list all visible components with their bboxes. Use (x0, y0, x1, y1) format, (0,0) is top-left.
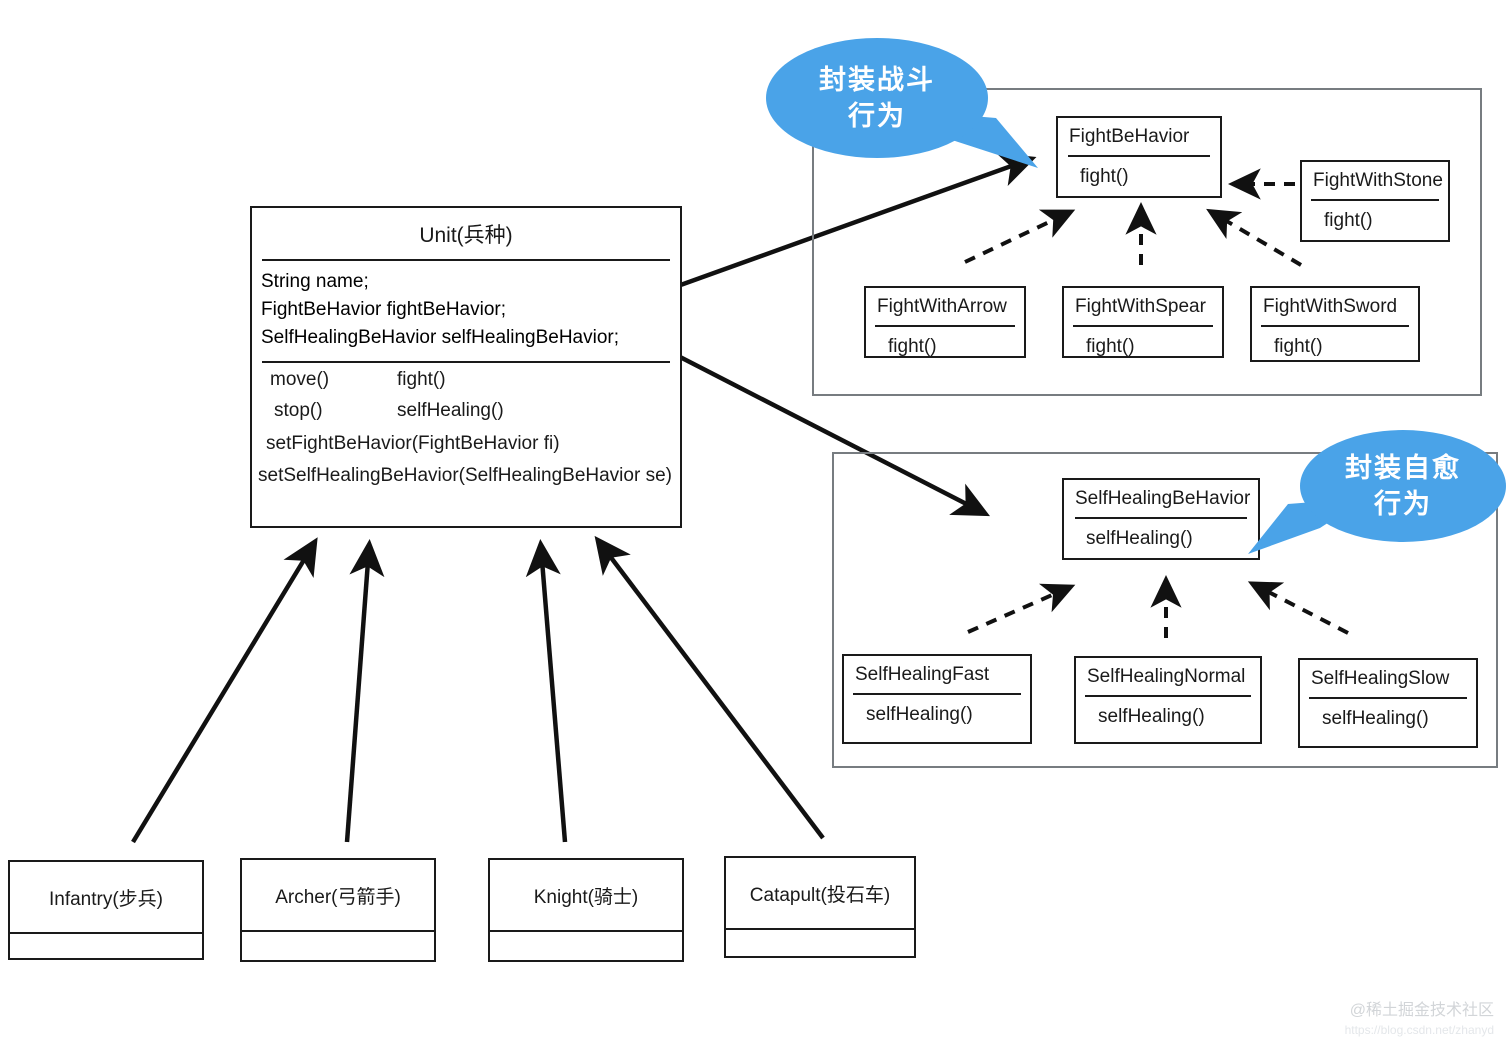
generalization-archer-to-unit (344, 539, 385, 843)
fightbehavior-separator (1068, 155, 1210, 157)
catapult-body (726, 930, 914, 970)
fightwithspear-box[interactable]: FightWithSpear fight() (1062, 286, 1224, 358)
selfhealingnormal-name: SelfHealingNormal (1087, 666, 1246, 687)
infantry-box[interactable]: Infantry(步兵) (8, 860, 204, 960)
unit-class-box[interactable]: Unit(兵种) String name; FightBeHavior figh… (250, 206, 682, 528)
generalization-catapult-to-unit (594, 535, 825, 840)
heal-callout-bubble: 封装自愈 行为 (1300, 430, 1506, 542)
watermark-url: https://blog.csdn.net/zhanyd (1344, 1023, 1494, 1037)
fightwithstone-name: FightWithStone (1313, 170, 1443, 191)
catapult-name: Catapult(投石车) (749, 885, 891, 906)
selfhealingslow-name: SelfHealingSlow (1311, 668, 1450, 689)
fightwithsword-method: fight() (1274, 336, 1323, 357)
unit-operation-selfhealing: selfHealing() (397, 400, 504, 421)
fightwithstone-method: fight() (1324, 210, 1373, 231)
unit-operations: move() stop() fight() selfHealing() setF… (252, 363, 680, 519)
catapult-separator (726, 928, 914, 930)
fightwithspear-method: fight() (1086, 336, 1135, 357)
selfhealingfast-box[interactable]: SelfHealingFast selfHealing() (842, 654, 1032, 744)
catapult-box[interactable]: Catapult(投石车) (724, 856, 916, 958)
heal-callout-line1: 封装自愈 (1345, 453, 1461, 483)
infantry-body (10, 934, 202, 974)
infantry-separator (10, 932, 202, 934)
unit-class-name: Unit(兵种) (419, 224, 513, 247)
selfhealingslow-separator (1309, 697, 1467, 699)
fight-callout-line2: 行为 (848, 101, 906, 131)
fightwitharrow-name: FightWithArrow (877, 296, 1007, 317)
unit-operation-stop: stop() (274, 400, 323, 421)
fightbehavior-method: fight() (1080, 166, 1129, 187)
selfhealingslow-method: selfHealing() (1322, 708, 1429, 729)
fightwitharrow-separator (875, 325, 1015, 327)
fightwithsword-name: FightWithSword (1263, 296, 1398, 317)
selfhealingbehavior-interface-box[interactable]: SelfHealingBeHavior selfHealing() (1062, 478, 1260, 560)
selfhealingfast-name: SelfHealingFast (855, 664, 990, 685)
fightbehavior-interface-box[interactable]: FightBeHavior fight() (1056, 116, 1222, 198)
knight-body (490, 932, 682, 972)
infantry-name: Infantry(步兵) (48, 889, 164, 910)
archer-separator (242, 930, 434, 932)
unit-operation-setfightbehavior: setFightBeHavior(FightBeHavior fi) (266, 433, 560, 454)
unit-title-separator (262, 259, 670, 261)
unit-attribute: SelfHealingBeHavior selfHealingBeHavior; (261, 327, 620, 348)
selfhealingbehavior-name: SelfHealingBeHavior (1075, 488, 1251, 509)
fightwithsword-box[interactable]: FightWithSword fight() (1250, 286, 1420, 362)
unit-operation-move: move() (270, 369, 330, 390)
knight-name: Knight(骑士) (533, 887, 639, 908)
fightwithstone-box[interactable]: FightWithStone fight() (1300, 160, 1450, 242)
unit-attributes: String name; FightBeHavior fightBeHavior… (252, 261, 680, 352)
watermark: @稀土掘金技术社区 https://blog.csdn.net/zhanyd (1345, 1000, 1494, 1038)
unit-attributes-separator (262, 361, 670, 363)
archer-name: Archer(弓箭手) (275, 887, 401, 908)
fightwithsword-separator (1261, 325, 1409, 327)
fightbehavior-name: FightBeHavior (1069, 126, 1190, 147)
fightwithstone-separator (1311, 199, 1439, 201)
fight-group-frame (812, 88, 1482, 396)
knight-separator (490, 930, 682, 932)
unit-attribute: FightBeHavior fightBeHavior; (261, 299, 506, 320)
fightwithspear-name: FightWithSpear (1075, 296, 1206, 317)
fightwithspear-separator (1073, 325, 1213, 327)
unit-operation-fight: fight() (397, 369, 446, 390)
selfhealingfast-separator (853, 693, 1021, 695)
fight-callout-line1: 封装战斗 (819, 65, 935, 95)
archer-box[interactable]: Archer(弓箭手) (240, 858, 436, 962)
heal-callout-line2: 行为 (1374, 489, 1432, 519)
knight-box[interactable]: Knight(骑士) (488, 858, 684, 962)
unit-operation-setselfhealingbehavior: setSelfHealingBeHavior(SelfHealingBeHavi… (258, 465, 672, 486)
selfhealingnormal-method: selfHealing() (1098, 706, 1205, 727)
fightwitharrow-method: fight() (888, 336, 937, 357)
generalization-infantry-to-unit (131, 537, 318, 844)
selfhealingbehavior-method: selfHealing() (1086, 528, 1193, 549)
fight-callout-bubble: 封装战斗 行为 (766, 38, 988, 158)
selfhealingbehavior-separator (1075, 517, 1247, 519)
fightwitharrow-box[interactable]: FightWithArrow fight() (864, 286, 1026, 358)
selfhealingslow-box[interactable]: SelfHealingSlow selfHealing() (1298, 658, 1478, 748)
selfhealingnormal-box[interactable]: SelfHealingNormal selfHealing() (1074, 656, 1262, 744)
heal-group-frame (832, 452, 1498, 768)
unit-attribute: String name; (261, 271, 369, 292)
selfhealingfast-method: selfHealing() (866, 704, 973, 725)
watermark-handle: @稀土掘金技术社区 (1349, 1002, 1494, 1019)
archer-body (242, 932, 434, 972)
selfhealingnormal-separator (1085, 695, 1251, 697)
generalization-knight-to-unit (525, 539, 568, 843)
